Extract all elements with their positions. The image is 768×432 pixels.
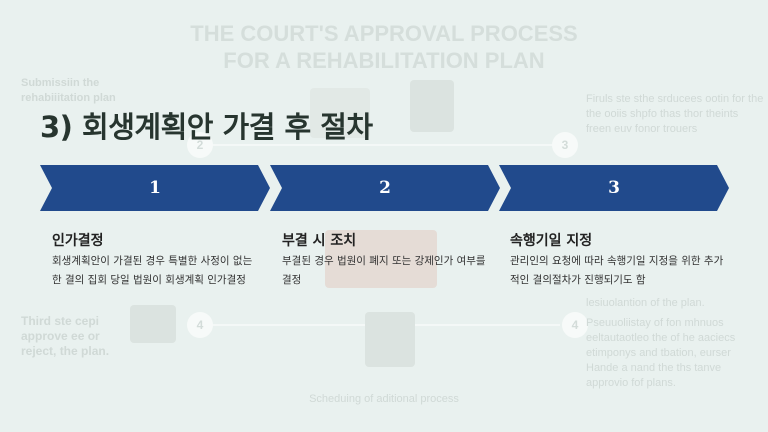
step-description: 관리인의 요청에 따라 속행기일 지정을 위한 추가적인 결의절차가 진행되기도… <box>510 255 724 286</box>
background-text: Submissiin the rehabiiitation plan <box>21 77 116 104</box>
step-number: 2 <box>379 178 391 198</box>
background-line <box>200 144 560 146</box>
step-number: 1 <box>149 178 161 198</box>
person-illustration <box>410 80 454 132</box>
background-text: Pseuuoliistay of fon mhnuos eeltautaotle… <box>586 317 736 389</box>
step-chevron-3: 3 <box>499 165 729 211</box>
step-description: 부결된 경우 법원이 폐지 또는 강제인가 여부를 결정 <box>282 255 486 286</box>
background-step-circle: 3 <box>552 132 578 158</box>
chevron-shape <box>270 165 500 211</box>
step-heading: 부결 시 조치 <box>282 233 357 249</box>
chevron-shape <box>40 165 270 211</box>
step-heading: 인가결정 <box>52 233 104 249</box>
background-step-circle: 4 <box>187 312 213 338</box>
background-step-circle: 2 <box>187 132 213 158</box>
page-title: 3) 회생계획안 가결 후 절차 <box>40 110 373 144</box>
document-illustration <box>310 88 370 138</box>
step-chevron-2: 2 <box>270 165 500 211</box>
judge-bench-illustration <box>325 230 437 288</box>
step-description: 회생계획안이 가결된 경우 특별한 사정이 없는 한 결의 집회 당일 법원이 … <box>52 255 253 286</box>
background-step-circle: 4 <box>562 312 588 338</box>
person-illustration <box>130 305 176 343</box>
person-illustration <box>365 312 415 367</box>
background-text: lesiuolantion of the plan. <box>586 297 705 309</box>
step-chevron-1: 1 <box>40 165 270 211</box>
chevron-shape <box>499 165 729 211</box>
background-text: Third ste cepi approve ee or reject, the… <box>21 314 110 358</box>
background-caption: Scheduing of aditional process <box>309 393 459 405</box>
background-text: Firuls ste sthe srducees ootin for the t… <box>586 93 764 135</box>
step-number: 3 <box>608 178 620 198</box>
step-heading: 속행기일 지정 <box>510 233 593 249</box>
